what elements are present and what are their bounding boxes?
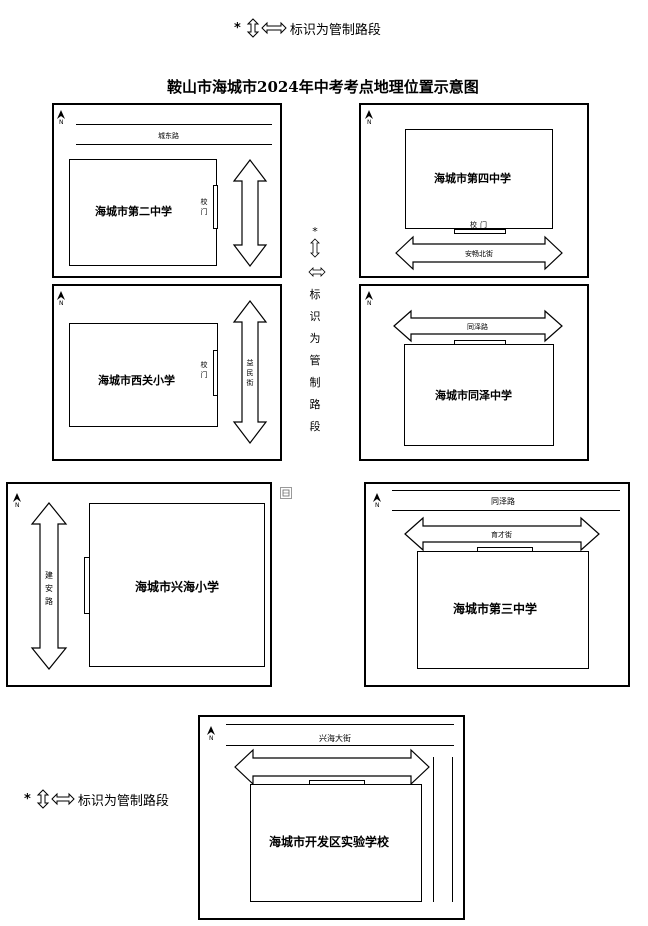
legend-text: 标识为管制路段 (77, 793, 169, 809)
road-line (76, 124, 272, 125)
school-building: 海城市开发区实验学校 (250, 784, 422, 902)
school-name: 海城市开发区实验学校 (269, 835, 390, 849)
center-legend-char: 段 (309, 420, 321, 433)
north-label: N (367, 119, 372, 126)
school-building: 海城市西关小学 (69, 323, 218, 427)
north-arrow-icon (365, 110, 373, 119)
north-label: N (367, 300, 372, 307)
north-label: N (209, 735, 214, 742)
center-legend-char: 为 (309, 332, 321, 345)
school-building: 海城市兴海小学 (89, 503, 265, 667)
north-arrow-icon (373, 493, 381, 502)
control-road-arrow-horizontal (404, 516, 600, 552)
horizontal-double-arrow-icon (51, 792, 75, 806)
horizontal-double-arrow-icon (261, 21, 287, 35)
school-building: 海城市第四中学 (405, 129, 553, 229)
school-name: 海城市第三中学 (453, 602, 538, 616)
north-arrow-icon (207, 726, 215, 735)
gate-label: 校门 (200, 361, 208, 379)
center-legend-char: 路 (309, 398, 321, 411)
horizontal-double-arrow-icon (308, 267, 326, 277)
center-legend-star: * (312, 225, 318, 238)
school-name: 海城市第二中学 (95, 205, 172, 218)
road-line (392, 490, 620, 491)
north-arrow-icon (13, 493, 21, 502)
road-line (226, 745, 454, 746)
map-panel-xinghai-primary: N 建安路 校门 海城市兴海小学 (6, 482, 272, 687)
north-arrow-icon (57, 291, 65, 300)
road-label: 安畅北街 (465, 250, 493, 258)
road-line (433, 757, 434, 902)
center-legend: * 标 识 为 管 制 路 段 (308, 225, 326, 440)
school-name: 海城市同泽中学 (435, 389, 512, 402)
control-road-arrow-horizontal (395, 235, 563, 271)
north-label: N (15, 502, 20, 509)
image-placeholder-icon (280, 487, 292, 499)
school-building: 海城市第二中学 (69, 159, 217, 266)
control-road-arrow-horizontal (393, 309, 563, 343)
gate-label: 校门 (470, 221, 490, 229)
road-label: 同泽路 (491, 497, 515, 506)
map-panel-tongze-middle: N 同泽路 校门 海城市同泽中学 (359, 284, 589, 461)
legend-star: * (24, 791, 31, 807)
north-label: N (59, 119, 64, 126)
road-line (226, 724, 454, 725)
school-gate (213, 185, 218, 229)
road-label: 育才街 (491, 531, 512, 539)
north-label: N (375, 502, 380, 509)
road-line (76, 144, 272, 145)
legend-text: 标识为管制路段 (289, 22, 381, 38)
vertical-double-arrow-icon (246, 18, 260, 38)
road-line (452, 757, 453, 902)
vertical-double-arrow-icon (310, 238, 320, 258)
school-gate (213, 350, 218, 396)
page-title: 鞍山市海城市2024年中考考点地理位置示意图 (167, 78, 479, 96)
school-name: 海城市西关小学 (98, 374, 175, 387)
bottom-legend: * 标识为管制路段 (24, 789, 169, 809)
road-label: 益民街 (246, 359, 254, 387)
top-legend: * 标识为管制路段 (234, 18, 381, 38)
center-legend-char: 识 (309, 310, 321, 323)
map-panel-development-zone-school: N 兴海大街 校门 海城市开发区实验学校 (198, 715, 465, 920)
control-road-arrow-vertical (232, 159, 268, 267)
north-arrow-icon (365, 291, 373, 300)
map-panel-xiguan-primary: N 海城市西关小学 校门 益民街 (52, 284, 282, 461)
map-panel-school-4: N 海城市第四中学 校门 安畅北街 (359, 103, 589, 278)
north-label: N (59, 300, 64, 307)
vertical-double-arrow-icon (36, 789, 50, 809)
school-building: 海城市第三中学 (417, 551, 589, 669)
road-line (392, 510, 620, 511)
north-arrow-icon (57, 110, 65, 119)
control-road-arrow-vertical (232, 300, 268, 444)
gate-label: 校门 (200, 198, 208, 216)
control-road-arrow-horizontal (234, 748, 430, 786)
center-legend-char: 制 (309, 376, 321, 389)
road-label: 兴海大街 (319, 734, 351, 743)
school-gate (454, 229, 506, 234)
control-road-arrow-vertical (30, 502, 68, 670)
road-label: 城东路 (158, 132, 179, 140)
road-label: 同泽路 (467, 323, 488, 331)
center-legend-char: 管 (309, 354, 321, 367)
center-legend-char: 标 (309, 288, 321, 301)
school-name: 海城市第四中学 (434, 172, 511, 185)
legend-star: * (234, 20, 241, 36)
map-panel-school-2: N 城东路 海城市第二中学 校门 (52, 103, 282, 278)
school-name: 海城市兴海小学 (135, 580, 220, 594)
school-building: 海城市同泽中学 (404, 344, 554, 446)
road-label: 建安路 (45, 571, 53, 606)
map-panel-school-3: N 同泽路 育才街 校门 海城市第三中学 (364, 482, 630, 687)
